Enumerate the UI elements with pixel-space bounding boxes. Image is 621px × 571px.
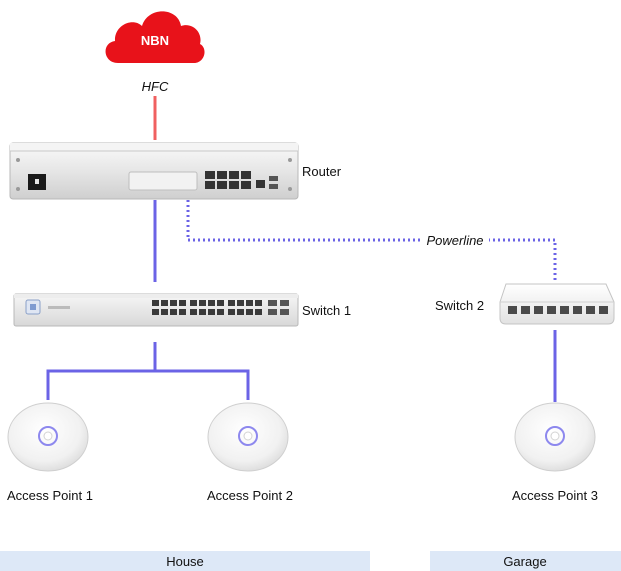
- switch2-ports: [508, 306, 608, 314]
- ap3-label: Access Point 3: [512, 488, 598, 503]
- ap3-led-ring-icon: [545, 426, 565, 446]
- router-front-panel: [128, 171, 198, 191]
- switch1-label: Switch 1: [302, 303, 351, 318]
- ap2-label: Access Point 2: [207, 488, 293, 503]
- router: [9, 142, 299, 200]
- hfc-label: HFC: [142, 79, 169, 94]
- cloud-label: NBN: [141, 33, 169, 48]
- connections: [46, 96, 557, 402]
- access-point-3: [514, 402, 596, 472]
- ap1-led-ring-icon: [38, 426, 58, 446]
- ap1-label: Access Point 1: [7, 488, 93, 503]
- switch2-chassis: [499, 283, 615, 325]
- nbn-cloud: NBN: [105, 11, 205, 63]
- ap2-led-ring-icon: [238, 426, 258, 446]
- zone-garage-label: Garage: [503, 554, 546, 569]
- access-point-1: [7, 402, 89, 472]
- zone-house-label: House: [166, 554, 204, 569]
- router-ports: [205, 171, 278, 189]
- powerline-link: [186, 200, 557, 282]
- switch1-ap-bus: [46, 369, 250, 400]
- zone-garage: Garage: [430, 551, 621, 571]
- powerline-label: Powerline: [426, 233, 483, 248]
- switch2-label: Switch 2: [435, 298, 484, 313]
- cloud-icon: [105, 11, 205, 63]
- zone-house: House: [0, 551, 370, 571]
- switch-1: [13, 293, 299, 327]
- router-label: Router: [302, 164, 342, 179]
- switch1-ports: [152, 300, 289, 315]
- access-point-2: [207, 402, 289, 472]
- switch-2: [499, 283, 615, 325]
